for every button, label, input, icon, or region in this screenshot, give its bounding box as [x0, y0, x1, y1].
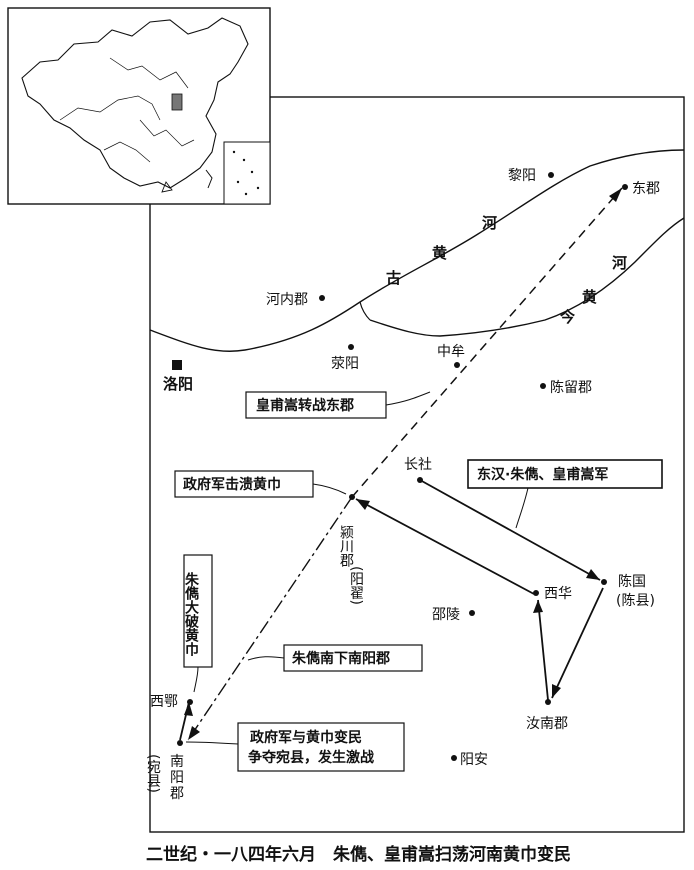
place-dongjun: 东郡 [632, 181, 660, 197]
leader-line [385, 391, 431, 406]
place-liyang: 黎阳 [508, 168, 536, 184]
leader-line [247, 656, 285, 661]
hainan-outline [161, 181, 173, 193]
place-wanxian: (宛县) [145, 754, 161, 793]
river-label-old-2: 黄 [432, 244, 447, 262]
arrowhead [184, 702, 193, 716]
note-huangfu-dongjun: 皇甫嵩转战东郡 [256, 397, 354, 414]
place-shaoling: 邵陵 [432, 607, 460, 623]
place-chenliu: 陈留郡 [550, 379, 592, 396]
place-zhongmou: 中牟 [437, 344, 465, 360]
place-yangan: 阳安 [460, 752, 488, 768]
arrowhead [586, 569, 600, 580]
capital-marker [172, 360, 182, 370]
place-changshe: 长社 [404, 457, 432, 473]
route-zhu-to-nanyang [187, 496, 353, 741]
leader-line [312, 483, 347, 495]
inset-province-line [59, 95, 161, 121]
river-label-old-3: 河 [482, 214, 497, 232]
place-runan: 汝南郡 [526, 716, 568, 732]
river-junction [359, 301, 371, 321]
place-nanyang-2: 阳 [170, 770, 184, 786]
arrowhead [188, 726, 200, 740]
note-zhu-defeat: 朱儁大破黄巾 [183, 571, 199, 657]
map-caption: 二世纪・一八四年六月 朱儁、皇甫嵩扫荡河南黄巾变民 [146, 844, 571, 865]
inset-china-map [7, 7, 271, 205]
inset-south-sea-box [223, 141, 271, 205]
note-govt-rout: 政府军击溃黄巾 [183, 476, 281, 493]
note-box-govt-rout [174, 470, 314, 498]
place-henei: 河内郡 [266, 292, 308, 308]
inset-province-line [139, 119, 195, 147]
place-yangzhai: (阳翟) [348, 566, 364, 605]
place-xihua: 西华 [544, 586, 572, 602]
arrowhead [533, 600, 543, 613]
leader-line [185, 741, 239, 745]
place-chenguo: 陈国 [618, 573, 646, 590]
city-markers [172, 172, 628, 761]
place-chenxian: (陈县) [616, 592, 655, 609]
route-runan-xihua [537, 599, 549, 701]
place-xie: 西鄂 [150, 694, 178, 710]
river-label-new-2: 黄 [582, 288, 597, 306]
river-label-old-1: 古 [386, 269, 401, 287]
note-govt-wan-1: 政府军与黄巾变民 [250, 729, 362, 746]
note-box-zhu-huangfu [467, 459, 663, 489]
arrowhead [552, 684, 561, 698]
place-luoyang: 洛阳 [163, 375, 193, 393]
route-chenguo-runan [551, 587, 604, 699]
place-xingyang: 荥阳 [331, 356, 359, 372]
place-nanyang-3: 郡 [170, 786, 184, 802]
river-label-new-1: 今 [559, 308, 575, 326]
note-zhu-huangfu: 东汉·朱儁、皇甫嵩军 [477, 466, 608, 483]
inset-province-line [103, 141, 151, 163]
place-yingchuan: 颍川郡 [338, 525, 354, 567]
present-yellow-river-south-bank [369, 217, 685, 337]
route-xihua-yingchuan [355, 498, 535, 595]
route-changshe-chenguo [419, 479, 601, 581]
note-govt-wan-2: 争夺宛县，发生激战 [248, 749, 374, 766]
river-label-new-3: 河 [612, 254, 627, 272]
note-box-zhu-defeat [183, 554, 213, 668]
leader-line [515, 487, 529, 529]
note-box-govt-wan [237, 722, 405, 772]
place-nanyang-1: 南 [170, 754, 184, 770]
old-yellow-river-north-bank [149, 149, 685, 352]
leader-line [193, 666, 199, 693]
china-outline [21, 17, 249, 189]
inset-province-line [109, 57, 189, 89]
taiwan-outline [205, 169, 213, 189]
route-huangfu-to-dongjun [351, 187, 623, 498]
note-zhu-south: 朱儁南下南阳郡 [292, 650, 390, 667]
arrowhead [609, 188, 622, 202]
inset-highlight-region [171, 93, 183, 111]
arrowhead [356, 499, 370, 510]
